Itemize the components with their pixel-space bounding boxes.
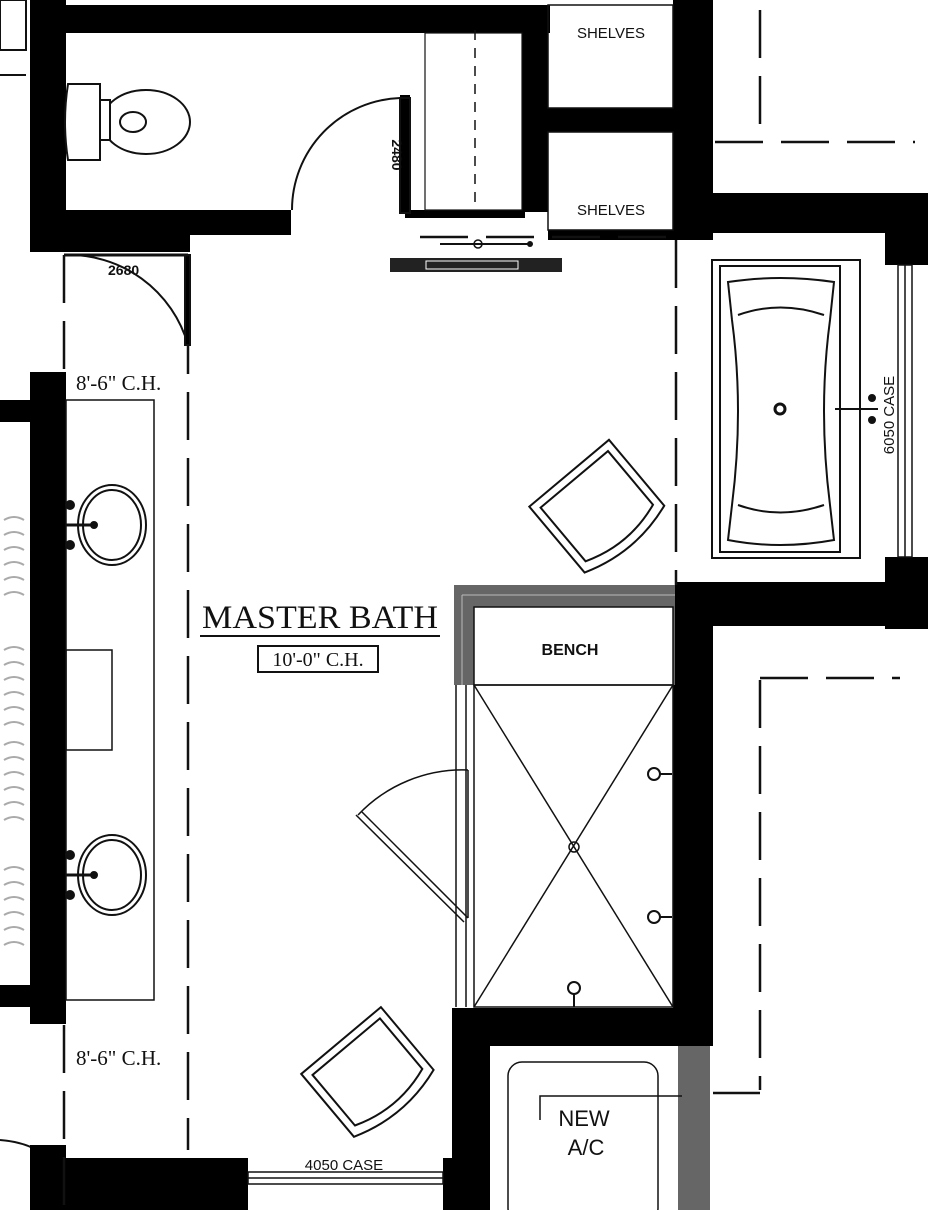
ceiling-height-lower: 8'-6" C.H. (76, 1046, 161, 1070)
entry-door-size: 2680 (108, 262, 139, 278)
ceiling-height-upper: 8'-6" C.H. (76, 371, 161, 395)
bathtub (711, 259, 878, 559)
room-label: MASTER BATH 10'-0" C.H. (200, 600, 440, 673)
tub-window (897, 264, 913, 558)
room-name: MASTER BATH (202, 600, 438, 636)
far-left-details (0, 0, 41, 1153)
tub-window-label: 6050 CASE (881, 376, 898, 454)
shower-floor (455, 684, 674, 1008)
dashed-lines (62, 10, 915, 1210)
room-ceiling-height: 10'-0" C.H. (272, 649, 363, 671)
bench-label: BENCH (542, 642, 599, 659)
shower-valves (567, 767, 672, 1007)
toilet (64, 83, 191, 161)
chair-upper (527, 438, 666, 574)
bottom-window-label: 4050 CASE (305, 1157, 383, 1174)
shelves-units (547, 4, 674, 231)
walls (30, 0, 928, 1210)
sink-lower (65, 834, 147, 916)
ac-closet (507, 1046, 710, 1210)
chair-lower (299, 1005, 435, 1138)
wc-partition (424, 32, 523, 211)
ac-label-line2: A/C (568, 1135, 605, 1160)
ac-label-line1: NEW (558, 1106, 610, 1131)
entry-door (63, 253, 191, 346)
shelves-top-label: SHELVES (577, 25, 645, 42)
vanity (65, 399, 155, 1001)
left-wavy-marks (3, 516, 25, 946)
shower-curb (454, 585, 675, 686)
shelves-bottom-label: SHELVES (577, 202, 645, 219)
toilet-room-door (291, 97, 411, 214)
shower-door (355, 769, 469, 923)
toilet-door-size: 2480 (389, 139, 405, 170)
towel-bar (390, 239, 562, 272)
bottom-window (247, 1171, 444, 1185)
sink-upper (65, 484, 147, 566)
